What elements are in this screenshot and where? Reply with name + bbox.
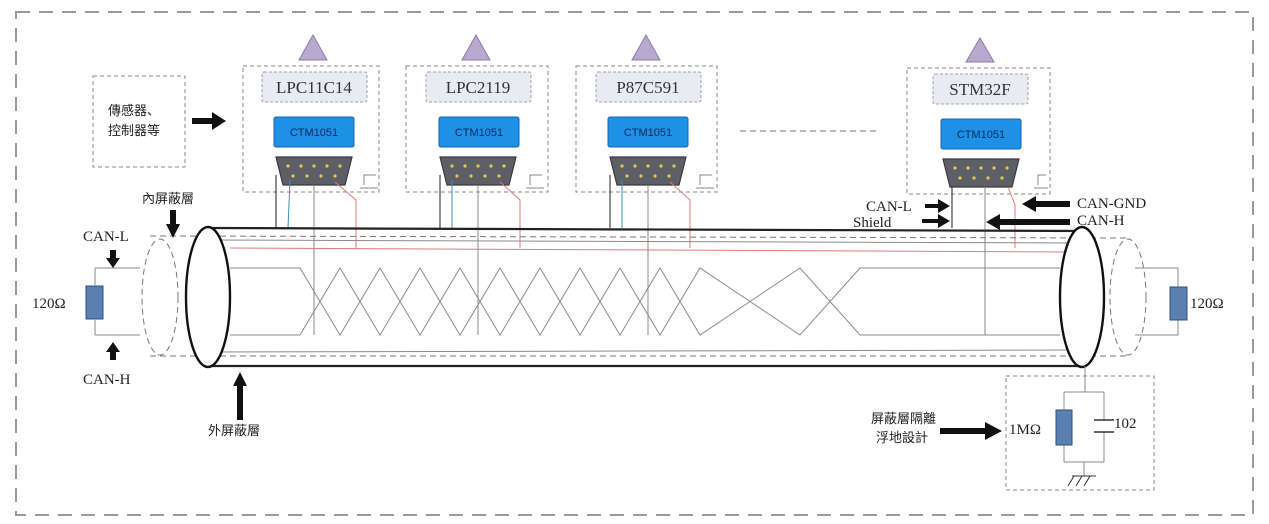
db9-connector-icon (609, 156, 687, 186)
connector-pin (338, 164, 342, 168)
twisted-pair (230, 267, 940, 336)
can-h-left-label: CAN-H (83, 372, 131, 388)
can-l-right-label: CAN-L (866, 199, 912, 215)
connector-pin (986, 176, 990, 180)
connector-pin (305, 174, 309, 178)
connector-pin (672, 164, 676, 168)
transceiver-label: CTM1051 (455, 127, 503, 139)
isolation-arrow (940, 422, 1002, 440)
chip-label: LPC11C14 (276, 78, 352, 97)
isolation-label-line2: 浮地設計 (876, 430, 928, 446)
connector-pin (497, 174, 501, 178)
connector-pin (958, 176, 962, 180)
shield-label: Shield (853, 215, 892, 231)
connector-pin (325, 164, 329, 168)
db9-connector-icon (942, 158, 1020, 188)
antenna-icon (461, 33, 491, 61)
connector-pin (953, 166, 957, 170)
antenna-icon (965, 37, 995, 63)
chip-label: LPC2119 (446, 78, 511, 97)
resistor-1m (1055, 409, 1073, 446)
connector-pin (966, 166, 970, 170)
connector-pin (455, 174, 459, 178)
connector-pin (312, 164, 316, 168)
connector-pin (450, 164, 454, 168)
connector-pin (286, 164, 290, 168)
inner-shield-end-left (141, 238, 179, 356)
inner-shield-label: 內屏蔽層 (142, 192, 194, 207)
shield-isolation-circuit: 1MΩ 102 (1005, 366, 1155, 491)
outer-shield-arrow (233, 372, 247, 420)
connector-pin (291, 174, 295, 178)
connector-pin (299, 164, 303, 168)
transceiver-label: CTM1051 (290, 127, 338, 139)
connector-pin (1000, 176, 1004, 180)
connector-pin (659, 164, 663, 168)
db9-connector-icon (439, 156, 517, 186)
cap-102-label: 102 (1114, 416, 1137, 432)
resistor-right (1169, 286, 1188, 321)
can-gnd-label: CAN-GND (1077, 196, 1146, 212)
cable-end-right (1058, 225, 1106, 369)
source-arrow (192, 112, 226, 130)
connector-pin (625, 174, 629, 178)
antenna-icon (631, 33, 661, 61)
isolation-label-line1: 屏蔽層隔離 (871, 412, 936, 427)
chip-label: P87C591 (616, 78, 679, 97)
can-l-left-label: CAN-L (83, 229, 129, 245)
connector-pin (972, 176, 976, 180)
connector-pin (469, 174, 473, 178)
connector-pin (646, 164, 650, 168)
connector-pin (476, 164, 480, 168)
connector-pin (653, 174, 657, 178)
connector-pin (633, 164, 637, 168)
res-left-label: 120Ω (32, 296, 66, 312)
source-label-line1: 傳感器、 (108, 103, 160, 119)
ground-icon (1067, 475, 1096, 487)
source-box (92, 75, 186, 168)
connector-pin (667, 174, 671, 178)
connector-pin (502, 164, 506, 168)
res-right-label: 120Ω (1190, 296, 1224, 312)
connector-pin (483, 174, 487, 178)
connector-pin (639, 174, 643, 178)
node-p87c591: P87C591 CTM1051 (575, 33, 718, 193)
connector-pin (463, 164, 467, 168)
outer-frame (15, 11, 1254, 516)
connector-pin (992, 166, 996, 170)
antenna-icon (298, 33, 328, 61)
left-termination: 120Ω CAN-L CAN-H (32, 229, 140, 388)
node-lpc2119: LPC2119 CTM1051 (405, 33, 549, 193)
connector-pin (489, 164, 493, 168)
shielded-cable (141, 225, 1147, 369)
transceiver-label: CTM1051 (957, 129, 1005, 141)
node-lpc11c14: LPC11C14 CTM1051 (242, 33, 380, 193)
inner-shield-arrow (166, 210, 180, 238)
connector-pin (620, 164, 624, 168)
db9-connector-icon (275, 156, 353, 186)
inner-shield-end-right (1109, 238, 1147, 356)
connector-pin (333, 174, 337, 178)
can-h-right-label: CAN-H (1077, 213, 1125, 229)
connector-pin (1005, 166, 1009, 170)
connector-pin (979, 166, 983, 170)
node-drop-wires (275, 175, 1016, 335)
cable-end-left (184, 225, 232, 369)
chip-label: STM32F (949, 80, 1010, 99)
outer-shield-label: 外屏蔽層 (208, 424, 260, 439)
resistor-left (85, 285, 104, 320)
transceiver-label: CTM1051 (624, 127, 672, 139)
res-1m-label: 1MΩ (1009, 422, 1041, 438)
node-stm32f: STM32F CTM1051 (906, 37, 1051, 195)
source-label-line2: 控制器等 (108, 123, 160, 139)
connector-pin (319, 174, 323, 178)
right-termination: 120Ω (1135, 267, 1224, 336)
